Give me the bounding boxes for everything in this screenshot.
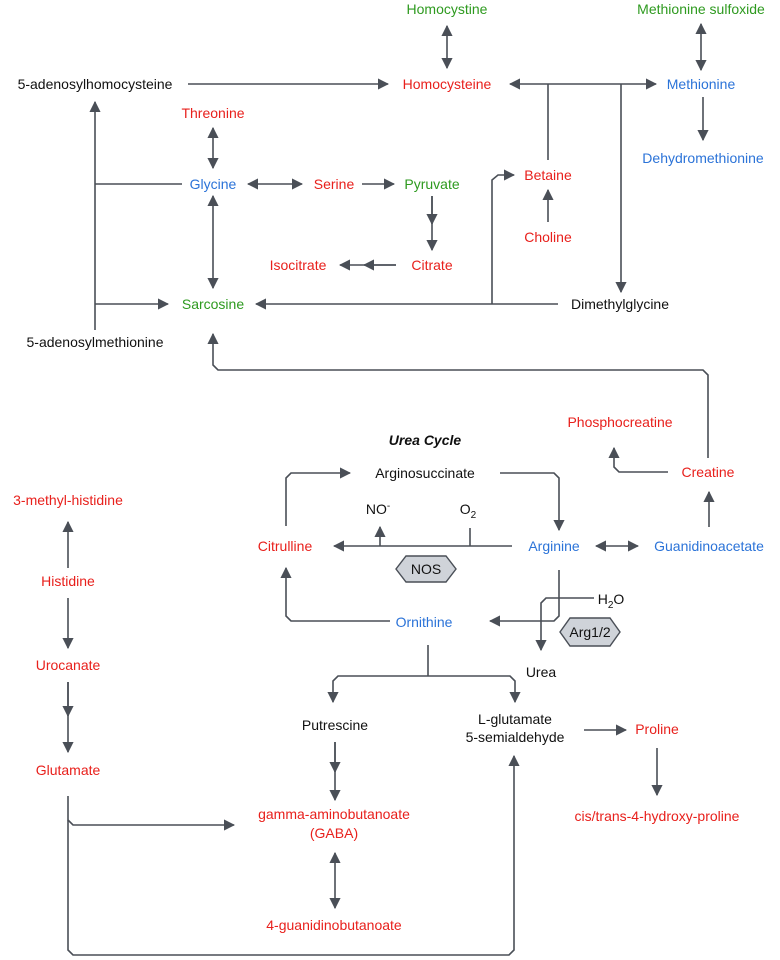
node-arginine: Arginine [528,538,580,554]
node-threonine: Threonine [181,105,244,121]
node-guanidinoacetate: Guanidinoacetate [654,538,764,554]
node-methionine-sulfoxide: Methionine sulfoxide [637,1,765,17]
edge-creatine-sarcosine [207,332,709,458]
node-o2-base: O [460,501,471,517]
node-citrulline: Citrulline [258,538,313,554]
node-h2o: H2O [598,591,625,611]
node-serine: Serine [314,176,355,192]
node-dehydromethionine: Dehydromethionine [642,150,764,166]
connectors [62,22,715,956]
node-adenosylhomocysteine: 5-adenosylhomocysteine [18,76,173,92]
node-no: NO- [366,501,390,517]
enzyme-nos: NOS [395,555,457,583]
node-h2o-o: O [613,591,624,607]
edge-citrulline-arginosuccinate [285,467,352,526]
node-pyruvate: Pyruvate [404,176,459,192]
enzyme-arg: Arg1/2 [559,617,621,647]
node-arginosuccinate: Arginosuccinate [375,465,475,481]
node-gaba-line1: gamma-aminobutanoate [258,806,410,822]
edge-arginine-urea [535,597,594,652]
node-isocitrate: Isocitrate [270,257,327,273]
edge-to-betaine [491,169,516,304]
node-betaine: Betaine [524,167,572,183]
node-homocysteine: Homocysteine [403,76,492,92]
node-glutamate: Glutamate [36,762,101,778]
node-adenosylmethionine: 5-adenosylmethionine [27,334,164,350]
node-homocystine: Homocystine [407,1,488,17]
node-gaba-line2: (GABA) [310,825,358,841]
node-phosphocreatine: Phosphocreatine [567,414,672,430]
node-citrate: Citrate [411,257,452,273]
node-dimethylglycine: Dimethylglycine [571,296,669,312]
edge-creatine-phosphocreatine [608,446,668,473]
edge-arginosuccinate-arginine [500,472,565,532]
node-urea: Urea [526,664,557,680]
edge-glutamate-semialdehyde [67,754,520,956]
title-urea-cycle: Urea Cycle [389,432,462,448]
node-sarcosine: Sarcosine [182,296,244,312]
node-semialdehyde-line2: 5-semialdehyde [466,729,565,745]
node-histidine: Histidine [41,573,95,589]
edge-split-putrescine [327,675,428,704]
node-methionine: Methionine [667,76,736,92]
edge-split-semialdehyde [428,675,521,704]
nodes: Homocystine Methionine sulfoxide 5-adeno… [13,1,765,933]
node-creatine: Creatine [682,464,735,480]
node-glycine: Glycine [190,176,237,192]
node-semialdehyde-line1: L-glutamate [478,711,552,727]
node-o2: O2 [460,501,477,521]
node-guanidinobutanoate: 4-guanidinobutanoate [266,917,402,933]
edge-arginine-ornithine [488,570,560,627]
node-no-base: NO [366,501,387,517]
node-choline: Choline [524,229,572,245]
node-o2-sub: 2 [471,510,477,521]
enzyme-nos-label: NOS [411,561,441,577]
node-h2o-sub: 2 [608,600,614,611]
node-urocanate: Urocanate [36,657,101,673]
node-ornithine: Ornithine [396,614,453,630]
node-proline: Proline [635,721,679,737]
edge-glutamate-gaba [67,796,236,831]
edge-ornithine-citrulline [280,566,390,622]
node-putrescine: Putrescine [302,717,368,733]
enzyme-arg-label: Arg1/2 [569,624,610,640]
node-no-sup: - [387,501,390,512]
node-hydroxyproline: cis/trans-4-hydroxy-proline [575,808,740,824]
node-h2o-h: H [598,591,608,607]
node-methyl-histidine: 3-methyl-histidine [13,492,123,508]
